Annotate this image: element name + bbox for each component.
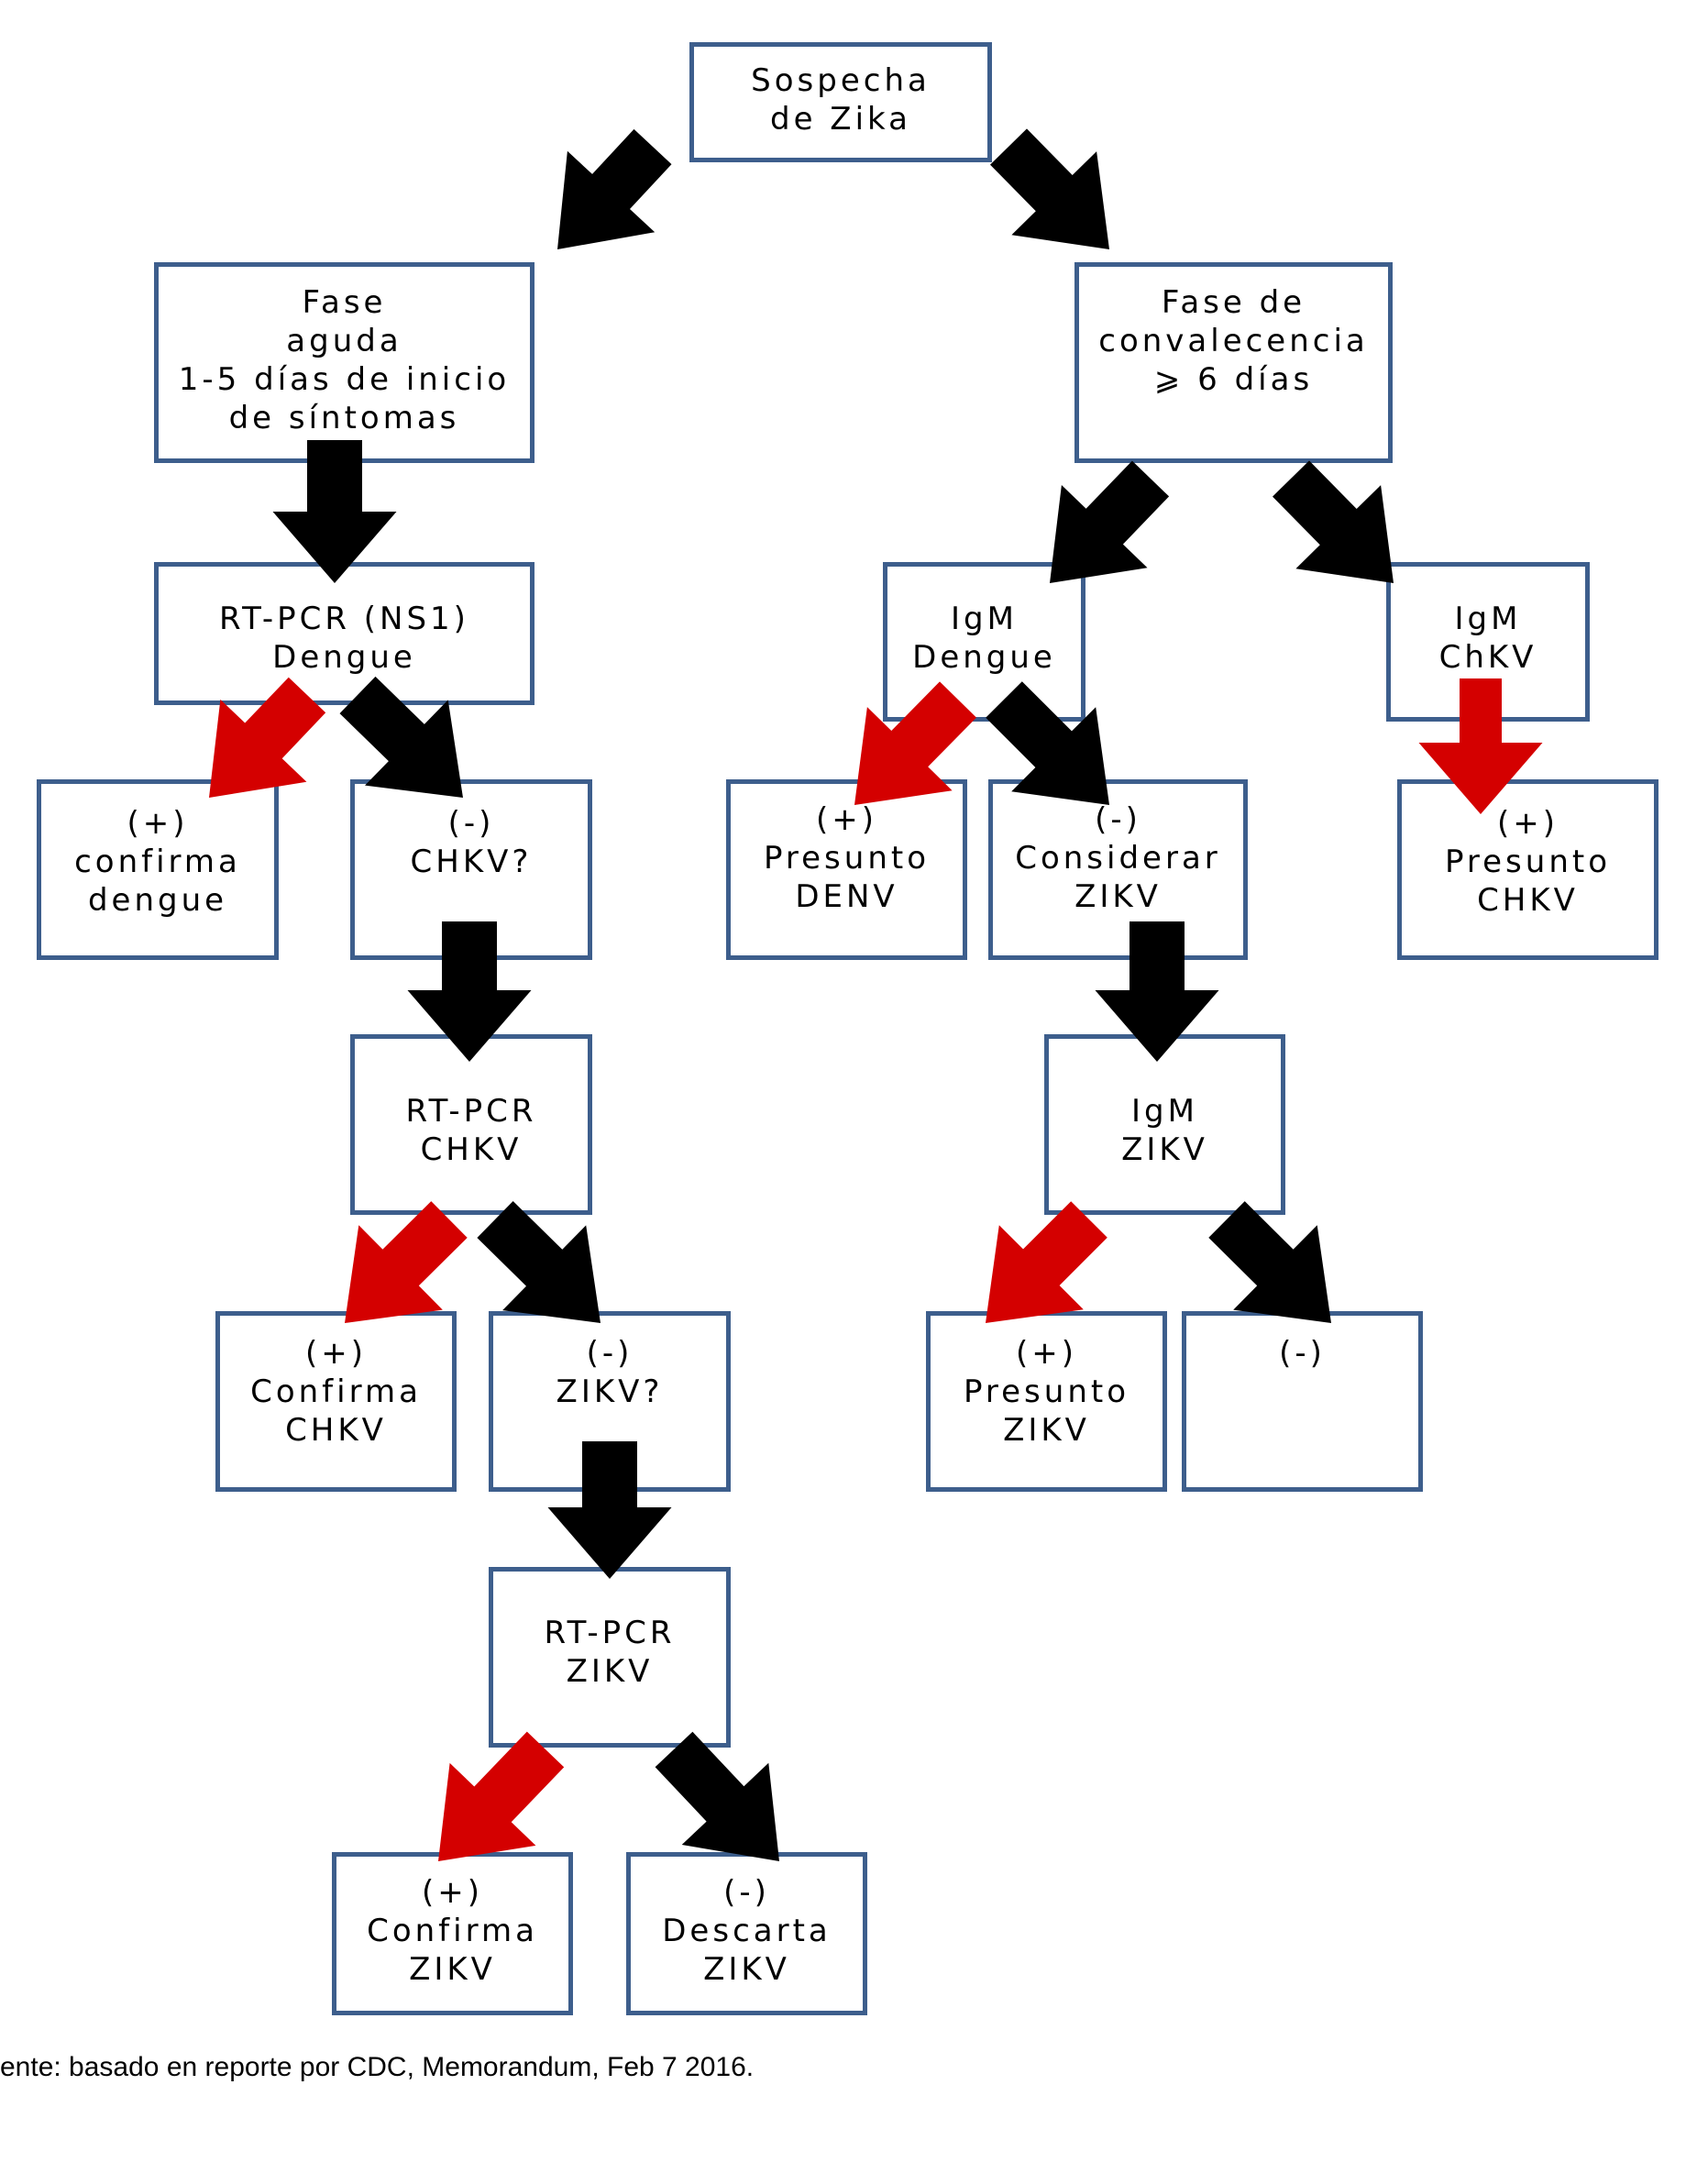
arrow-igm-zikv-to-presunto: [986, 1201, 1107, 1323]
node-label: (+) confirma dengue: [74, 805, 241, 919]
node-igm-zikv: IgM ZIKV: [1044, 1034, 1285, 1215]
node-label: (-) Descarta ZIKV: [662, 1874, 832, 1988]
node-confirma-chkv: (+) Confirma CHKV: [215, 1311, 457, 1492]
node-label: Fase aguda 1-5 días de inicio de síntoma…: [178, 284, 511, 436]
arrow-igm-zikv-to-negative: [1208, 1201, 1331, 1323]
arrow-rtpcr-zikv-to-descarta: [655, 1731, 779, 1861]
node-presunto-chkv: (+) Presunto CHKV: [1397, 779, 1658, 960]
arrow-rtpcr-chkv-to-zikv-q: [477, 1201, 601, 1323]
node-label: IgM ChKV: [1438, 601, 1537, 676]
arrow-igm-chkv-to-presunto: [1418, 678, 1543, 814]
arrow-rtpcr-to-chkv-q: [339, 676, 463, 798]
arrow-chkv-q-to-rtpcr: [407, 921, 532, 1062]
node-confirma-dengue: (+) confirma dengue: [37, 779, 279, 960]
source-caption: ente: basado en reporte por CDC, Memoran…: [0, 2052, 755, 2082]
node-label: RT-PCR ZIKV: [544, 1615, 676, 1690]
node-label: (-): [1279, 1335, 1326, 1372]
arrow-zikv-q-to-rtpcr-zikv: [547, 1441, 672, 1579]
node-label: (+) Confirma ZIKV: [367, 1874, 538, 1988]
node-label: RT-PCR (NS1) Dengue: [219, 601, 469, 676]
arrow-igm-dengue-to-considerar: [986, 681, 1109, 805]
node-fase-aguda: Fase aguda 1-5 días de inicio de síntoma…: [154, 262, 534, 463]
node-label: (+) Confirma CHKV: [250, 1335, 422, 1449]
arrow-conv-to-igm-dengue: [1050, 460, 1170, 583]
node-igm-zikv-negative: (-): [1182, 1311, 1423, 1492]
node-presunto-denv: (+) Presunto DENV: [726, 779, 967, 960]
node-rtpcr-chkv: RT-PCR CHKV: [350, 1034, 592, 1215]
node-label: RT-PCR CHKV: [405, 1093, 537, 1168]
arrow-igm-dengue-to-presunto: [854, 681, 976, 805]
arrow-rtpcr-chkv-to-confirma: [345, 1201, 468, 1323]
node-rtpcr-dengue: RT-PCR (NS1) Dengue: [154, 562, 534, 705]
node-label: (-) CHKV?: [410, 805, 533, 880]
node-considerar-zikv: (-) Considerar ZIKV: [988, 779, 1248, 960]
arrow-sospecha-to-conv: [990, 128, 1109, 249]
node-label: (-) Considerar ZIKV: [1015, 801, 1221, 915]
node-label: Fase de convalecencia ⩾ 6 días: [1098, 284, 1369, 398]
arrow-sospecha-to-aguda: [557, 128, 672, 249]
node-label: (+) Presunto DENV: [764, 801, 930, 915]
node-presunto-zikv: (+) Presunto ZIKV: [926, 1311, 1167, 1492]
node-label: (+) Presunto CHKV: [1445, 805, 1611, 919]
arrow-aguda-to-rtpcr: [272, 440, 397, 583]
arrow-rtpcr-zikv-to-confirma: [438, 1731, 565, 1861]
node-confirma-zikv: (+) Confirma ZIKV: [332, 1852, 573, 2015]
arrow-conv-to-igm-chkv: [1273, 460, 1394, 583]
arrow-rtpcr-to-confirma: [209, 677, 326, 798]
node-fase-convalecencia: Fase de convalecencia ⩾ 6 días: [1074, 262, 1393, 463]
node-label: Sospecha de Zika: [751, 62, 931, 138]
node-label: IgM Dengue: [912, 601, 1056, 676]
node-label: (+) Presunto ZIKV: [964, 1335, 1129, 1449]
arrow-considerar-to-igm-zikv: [1095, 921, 1219, 1062]
node-label: IgM ZIKV: [1121, 1093, 1208, 1168]
node-label: (-) ZIKV?: [556, 1335, 664, 1410]
node-igm-dengue: IgM Dengue: [883, 562, 1085, 722]
node-sospecha-de-zika: Sospecha de Zika: [689, 42, 992, 162]
